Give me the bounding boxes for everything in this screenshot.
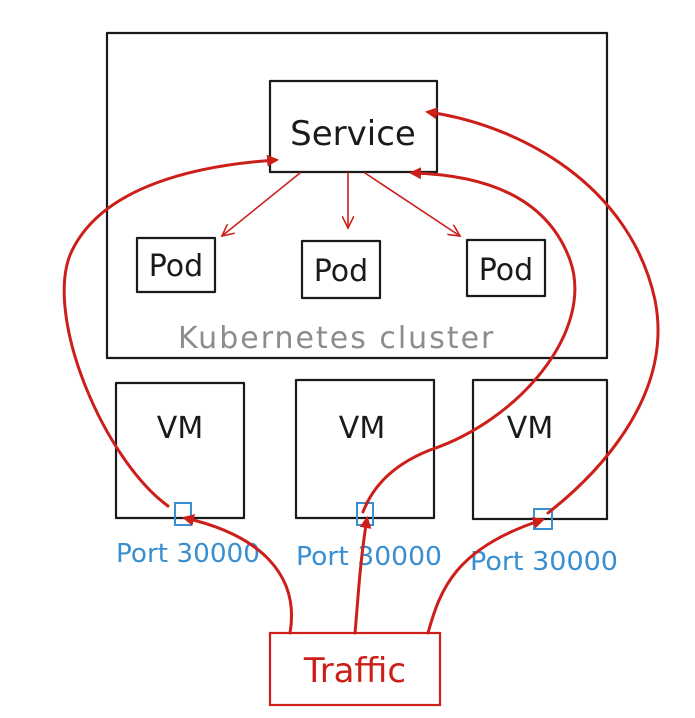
arrow-traffic-to-port-2 — [353, 516, 372, 635]
pod-1-box — [135, 236, 217, 294]
vm-2-box — [294, 378, 436, 520]
vm-3-label: VM — [507, 411, 553, 446]
vm-1-label: VM — [157, 411, 203, 446]
cluster-frame — [105, 31, 609, 360]
port-to-service-arrows — [62, 107, 660, 515]
pod-2: Pod — [300, 239, 382, 300]
traffic-box — [268, 631, 442, 707]
service-box — [268, 79, 439, 174]
arrow-port-1-to-service — [62, 154, 279, 508]
pod-1-label: Pod — [149, 249, 203, 284]
cluster-label: Kubernetes cluster — [178, 321, 495, 356]
vm-2: VM — [294, 378, 436, 520]
vm-1-box — [114, 381, 246, 520]
arrow-traffic-to-port-1 — [182, 514, 293, 635]
service-label: Service — [290, 114, 416, 154]
pod-3-box — [465, 238, 547, 298]
traffic: Traffic — [268, 631, 442, 707]
pod-2-label: Pod — [314, 254, 368, 289]
port-1-marker — [174, 502, 192, 526]
arrow-port-2-to-service — [361, 167, 577, 514]
traffic-label: Traffic — [303, 651, 406, 691]
service: Service — [268, 79, 439, 174]
port-1-label: Port 30000 — [116, 539, 260, 569]
arrow-service-to-pod-1 — [222, 172, 301, 236]
port-3-label: Port 30000 — [470, 547, 618, 577]
vm-3-box — [471, 378, 609, 521]
arrow-port-3-to-service — [425, 107, 660, 515]
vm-3: VM — [471, 378, 609, 521]
arrow-traffic-to-port-3 — [426, 517, 545, 635]
vm-1: VM — [114, 381, 246, 520]
pod-3-label: Pod — [479, 253, 533, 288]
pod-3: Pod — [465, 238, 547, 298]
service-to-pod-arrows — [222, 172, 460, 236]
pod-1: Pod — [135, 236, 217, 294]
vm-2-label: VM — [339, 411, 385, 446]
kubernetes-cluster: Kubernetes cluster — [105, 31, 609, 360]
traffic-to-port-arrows — [182, 514, 545, 635]
port-2-label: Port 30000 — [296, 542, 442, 572]
pod-2-box — [300, 239, 382, 300]
arrow-service-to-pod-3 — [364, 172, 460, 236]
